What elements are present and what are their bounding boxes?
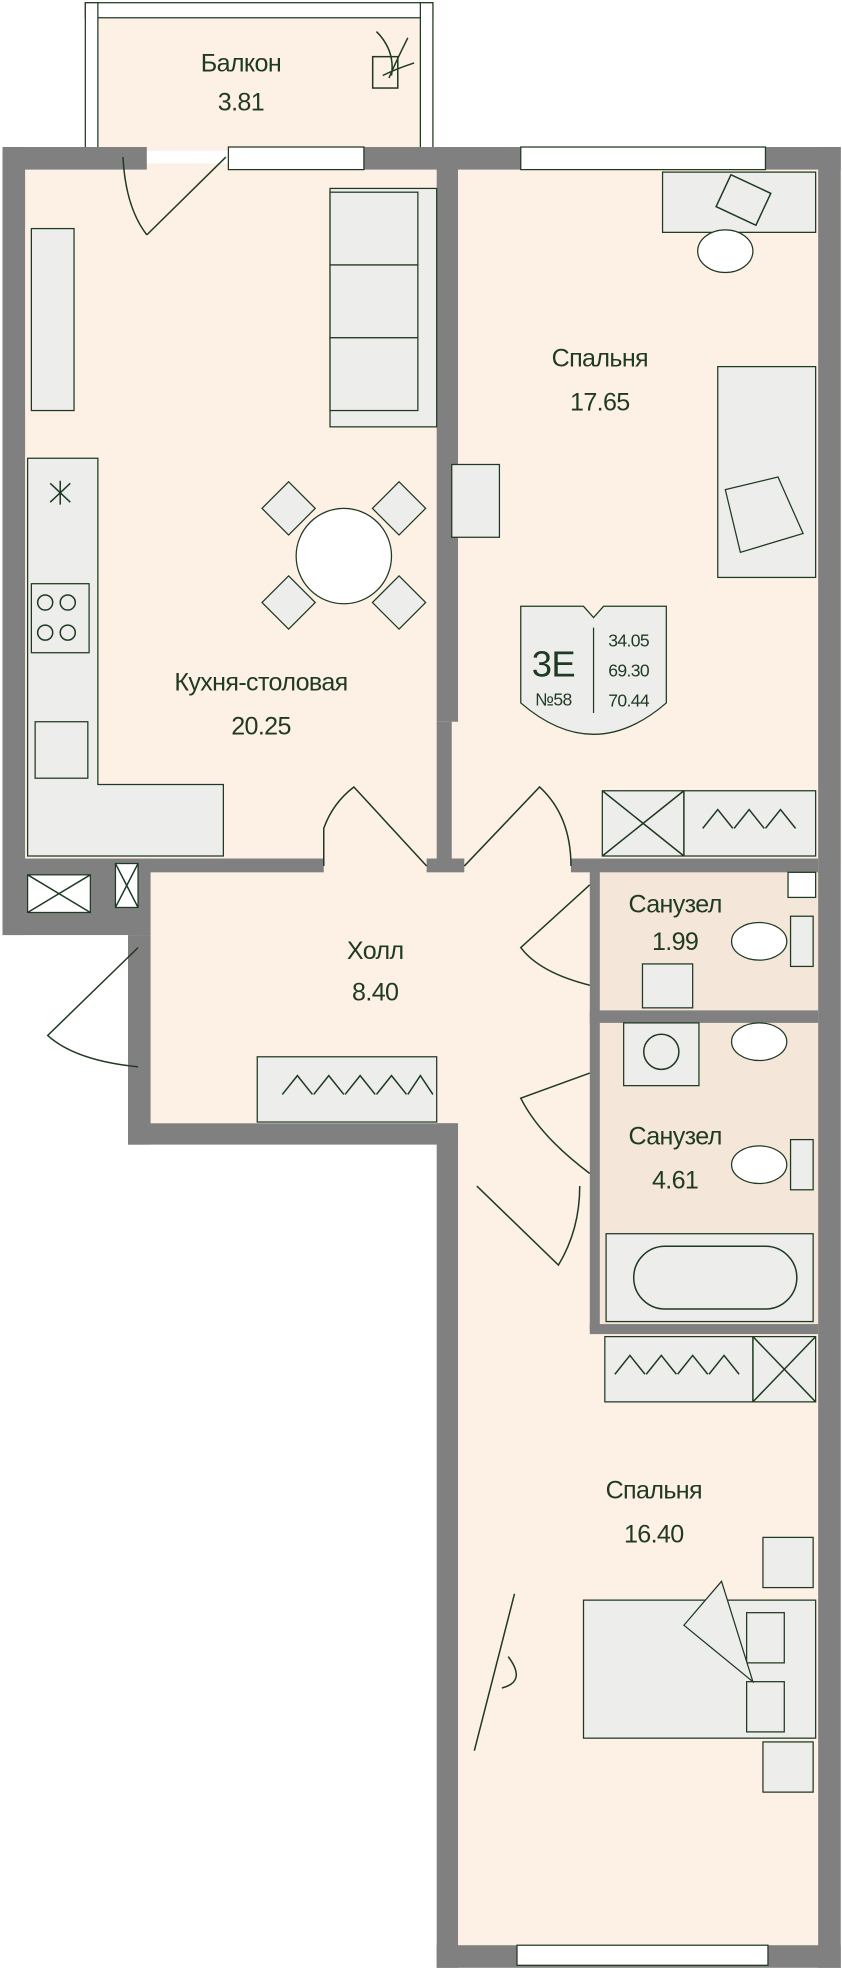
room-area-hall: 8.40	[352, 978, 398, 1006]
kitchen-furniture	[26, 227, 224, 857]
bed	[582, 1536, 817, 1793]
apartment-number: №58	[535, 689, 571, 709]
vent-shafts	[26, 862, 817, 914]
room-area-balcony: 3.81	[218, 89, 264, 117]
room-name-bathroom-1: Санузел	[628, 890, 721, 918]
room-area-kitchen: 20.25	[231, 712, 291, 740]
room-name-kitchen: Кухня-столовая	[174, 668, 347, 696]
windows	[227, 146, 769, 1966]
room-name-bathroom-2: Санузел	[628, 1123, 721, 1151]
room-name-bedroom-2: Спальня	[606, 1476, 702, 1504]
badge-area-living: 34.05	[608, 630, 650, 650]
bathroom-fixtures	[605, 915, 814, 1323]
bedroom1-furniture	[451, 171, 817, 579]
walls	[2, 147, 841, 1968]
room-name-hall: Холл	[347, 937, 404, 965]
sofa	[329, 187, 438, 428]
balcony-frame	[84, 2, 434, 149]
room-labels: Балкон 3.81 Спальня 17.65 Кухня-столовая…	[174, 50, 722, 1549]
wardrobes	[256, 790, 817, 1403]
plant-icon	[371, 31, 415, 89]
room-name-bedroom-1: Спальня	[552, 345, 648, 373]
room-area-bedroom-1: 17.65	[570, 389, 630, 417]
dining-table	[261, 480, 427, 631]
apartment-badge: 3Е №58 34.05 69.30 70.44	[520, 605, 667, 735]
badge-area-total: 69.30	[608, 661, 650, 681]
room-name-balcony: Балкон	[201, 50, 281, 78]
room-area-bedroom-2: 16.40	[624, 1520, 684, 1548]
room-area-bathroom-1: 1.99	[652, 928, 698, 956]
badge-area-with-balcony: 70.44	[608, 691, 650, 711]
room-area-bathroom-2: 4.61	[652, 1167, 698, 1195]
apartment-type: 3Е	[532, 644, 575, 685]
